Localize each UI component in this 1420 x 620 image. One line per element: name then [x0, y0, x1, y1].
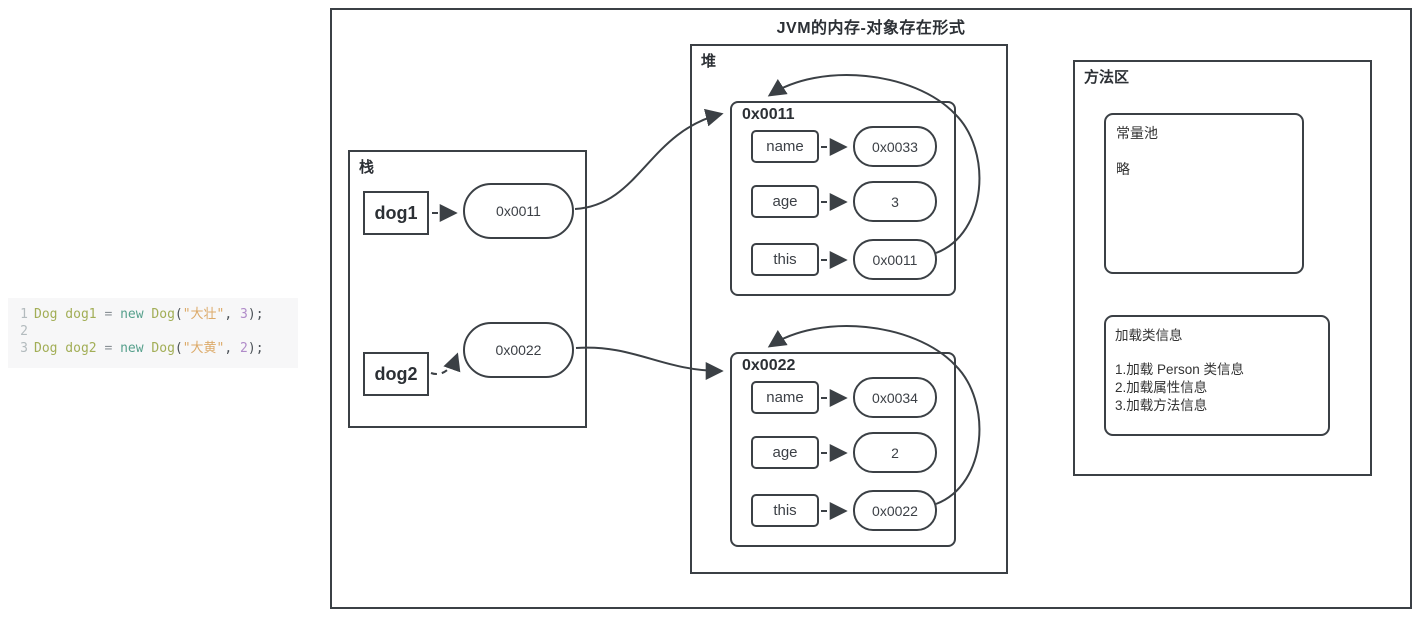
object-address: 0x0022	[742, 357, 796, 374]
class-info-title: 加载类信息	[1115, 328, 1183, 343]
diagram-title: JVM的内存-对象存在形式	[776, 20, 966, 37]
stack-ref-dog1: 0x0011	[463, 183, 574, 239]
code-token: (	[174, 307, 183, 322]
code-token: );	[247, 307, 264, 322]
field-value-label: 0x0011	[872, 251, 918, 268]
code-token: new	[120, 341, 144, 356]
line-number: 3	[20, 341, 28, 356]
field-key-age: age	[751, 436, 819, 469]
field-value-label: 0x0034	[872, 389, 918, 406]
field-key-name: name	[751, 130, 819, 163]
field-key-this: this	[751, 243, 819, 276]
ref-value: 0x0011	[496, 203, 541, 219]
field-key-label: age	[772, 193, 798, 210]
stack-ref-dog2: 0x0022	[463, 322, 574, 378]
class-info-item: 2.加载属性信息	[1115, 380, 1208, 395]
code-token: Dog dog1	[34, 307, 97, 322]
code-line: 2	[16, 323, 292, 340]
jvm-memory-box: JVM的内存-对象存在形式	[330, 8, 1412, 609]
code-token: (	[174, 341, 183, 356]
field-key-name: name	[751, 381, 819, 414]
object-address: 0x0011	[742, 106, 795, 123]
heap-label: 堆	[701, 53, 717, 70]
code-token: Dog dog2	[34, 341, 97, 356]
method-area-label: 方法区	[1084, 69, 1130, 86]
constant-pool-box: 常量池 略	[1104, 113, 1304, 274]
stack-box: 栈	[348, 150, 587, 428]
line-number: 1	[20, 307, 28, 322]
field-value-age: 2	[853, 432, 937, 473]
constant-pool-title: 常量池	[1116, 125, 1158, 141]
code-token: new	[120, 307, 144, 322]
code-line: 3 Dog dog2 = new Dog("大黄", 2);	[16, 340, 292, 357]
code-token: =	[96, 307, 121, 322]
code-token: Dog	[151, 341, 175, 356]
field-value-age: 3	[853, 181, 937, 222]
field-key-label: name	[766, 389, 804, 406]
field-key-label: this	[773, 251, 797, 268]
field-value-label: 2	[891, 444, 899, 461]
code-token: "大黄"	[182, 341, 225, 356]
field-value-this: 0x0011	[853, 239, 937, 280]
code-token: =	[96, 341, 121, 356]
field-key-label: name	[766, 138, 804, 155]
field-key-label: this	[773, 502, 797, 519]
var-name: dog1	[374, 202, 418, 223]
var-name: dog2	[374, 363, 418, 384]
field-value-label: 0x0022	[872, 502, 918, 519]
code-token: 2	[240, 341, 248, 356]
ref-value: 0x0022	[495, 342, 542, 358]
code-token: ,	[224, 341, 241, 356]
stack-var-dog1: dog1	[363, 191, 429, 235]
stack-label: 栈	[359, 159, 375, 176]
stack-var-dog2: dog2	[363, 352, 429, 396]
class-info-item: 1.加载 Person 类信息	[1115, 362, 1245, 377]
heap-box: 堆	[690, 44, 1008, 574]
line-number: 2	[20, 324, 28, 339]
field-key-age: age	[751, 185, 819, 218]
field-value-name: 0x0033	[853, 126, 937, 167]
field-key-this: this	[751, 494, 819, 527]
field-value-this: 0x0022	[853, 490, 937, 531]
class-info-item: 3.加载方法信息	[1115, 398, 1208, 413]
constant-pool-note: 略	[1116, 161, 1130, 177]
code-token: Dog	[151, 307, 175, 322]
code-token: 3	[240, 307, 248, 322]
code-token: ,	[224, 307, 241, 322]
method-area-box: 方法区	[1073, 60, 1372, 476]
field-value-name: 0x0034	[853, 377, 937, 418]
class-info-box: 加载类信息 1.加载 Person 类信息 2.加载属性信息 3.加载方法信息	[1104, 315, 1330, 436]
code-token: );	[247, 341, 264, 356]
field-value-label: 3	[891, 193, 899, 210]
field-value-label: 0x0033	[872, 138, 918, 155]
field-key-label: age	[772, 444, 798, 461]
code-line: 1 Dog dog1 = new Dog("大壮", 3);	[16, 306, 292, 323]
code-token: "大壮"	[182, 307, 225, 322]
